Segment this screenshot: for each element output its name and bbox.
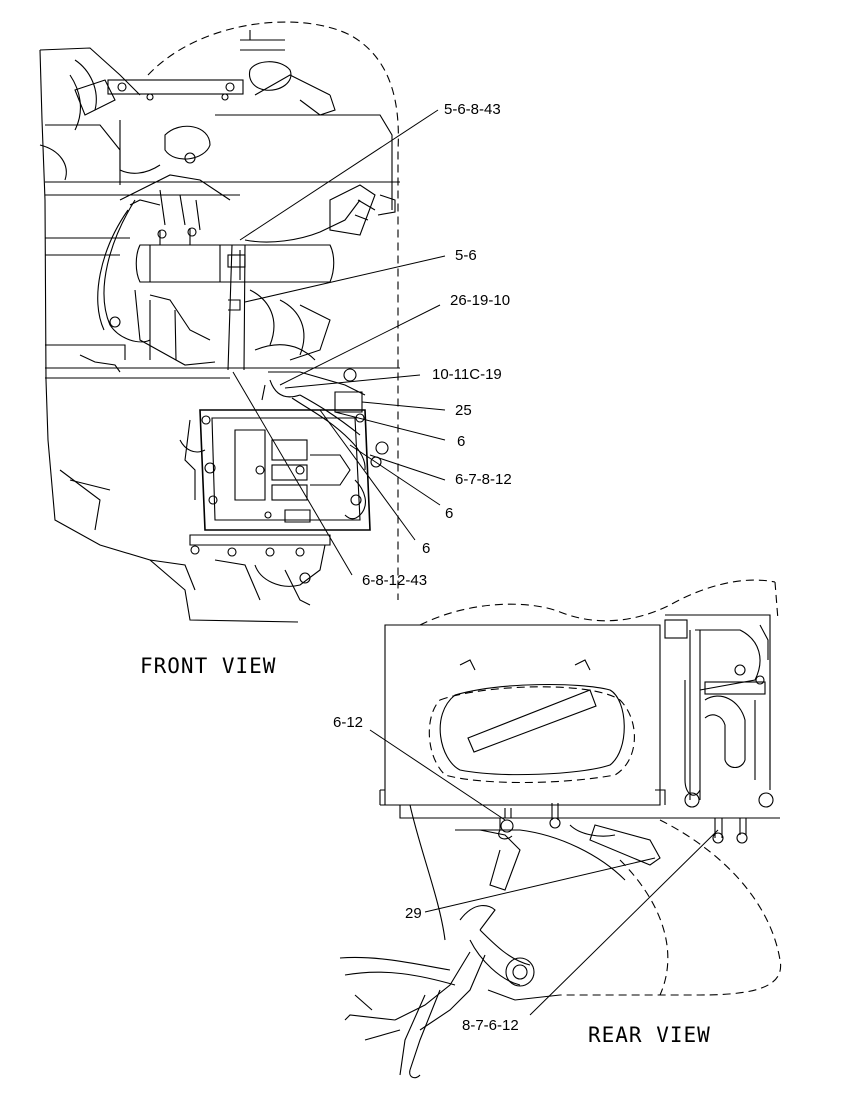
callout-6-8-12-43: 6-8-12-43 [362, 572, 427, 589]
callout-5-6: 5-6 [455, 247, 477, 264]
callout-25: 25 [455, 402, 472, 419]
callout-6-12: 6-12 [333, 714, 363, 731]
callout-6-a: 6 [457, 433, 465, 450]
callout-10-11c-19: 10-11C-19 [432, 366, 502, 383]
front-view-title: FRONT VIEW [140, 654, 276, 678]
rear-view-drawing [339, 579, 782, 1079]
callout-8-7-6-12: 8-7-6-12 [462, 1017, 519, 1034]
callout-labels: 5-6-8-43 5-6 26-19-10 10-11C-19 25 6 6-7… [333, 101, 519, 1034]
leader-lines [232, 109, 719, 1016]
callout-5-6-8-43: 5-6-8-43 [444, 101, 501, 118]
callout-6-b: 6 [445, 505, 453, 522]
callout-26-19-10: 26-19-10 [450, 292, 510, 309]
callout-29: 29 [405, 905, 422, 922]
callout-6-7-8-12: 6-7-8-12 [455, 471, 512, 488]
front-view-drawing [39, 21, 400, 623]
callout-6-c: 6 [422, 540, 430, 557]
rear-view-title: REAR VIEW [588, 1023, 711, 1047]
